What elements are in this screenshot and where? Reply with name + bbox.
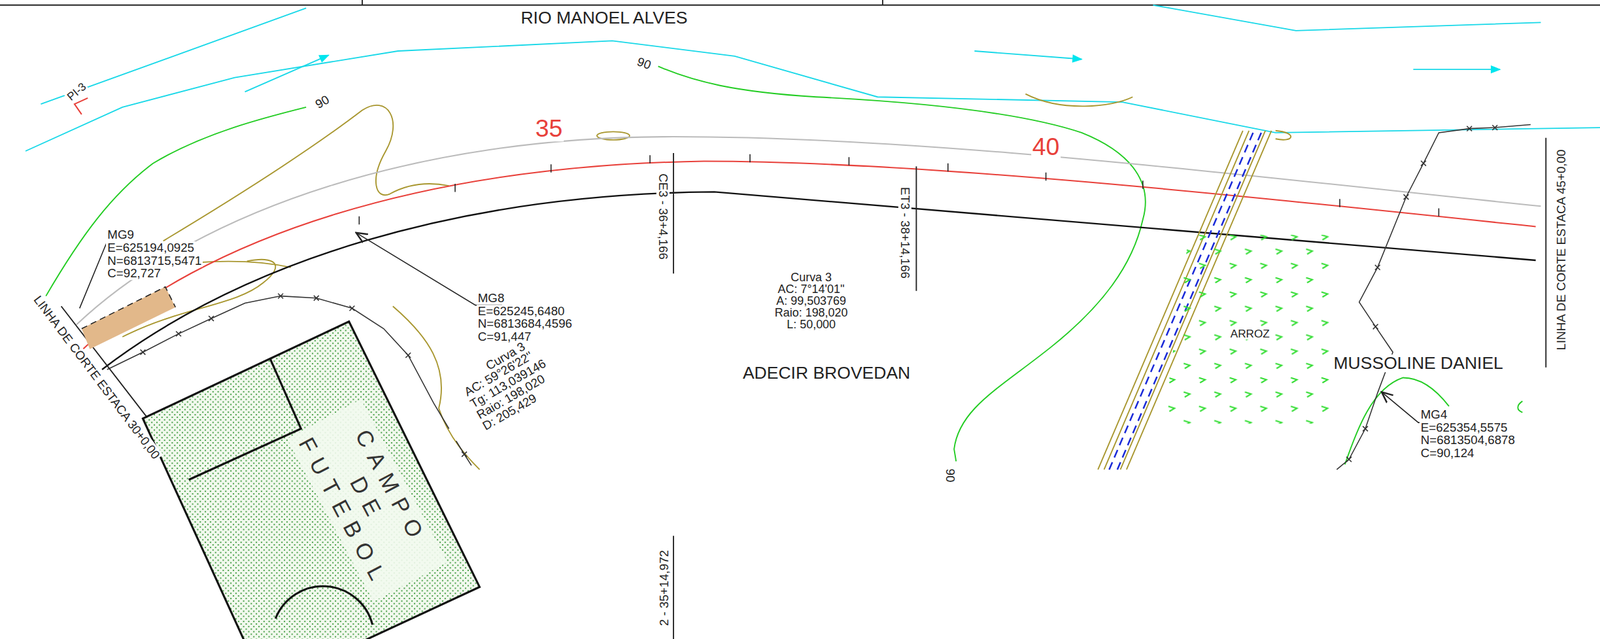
curve-data: L: 50,000 xyxy=(785,318,837,331)
survey-coordinate: N=6813684,4596 xyxy=(476,317,574,331)
river-bank xyxy=(40,7,307,104)
cut-band-edge xyxy=(81,287,176,329)
flow-arrow xyxy=(1412,68,1500,70)
contour-label: 90 xyxy=(311,92,333,112)
owner-name: MUSSOLINE DANIEL xyxy=(1332,354,1505,373)
flow-arrow xyxy=(245,54,329,92)
terrain-contour xyxy=(163,105,450,241)
survey-point-name: MG9 xyxy=(105,228,136,242)
station-line xyxy=(672,153,675,274)
fence-line xyxy=(107,296,450,429)
station-line xyxy=(915,166,917,291)
contour-line xyxy=(1517,400,1523,412)
field-marking xyxy=(275,585,373,625)
owner-name: ADECIR BROVEDAN xyxy=(741,364,912,383)
survey-coordinate: E=625354,5575 xyxy=(1419,421,1510,435)
survey-coordinate: C=91,447 xyxy=(476,330,533,344)
survey-coordinate: N=6813715,5471 xyxy=(105,254,203,268)
sheet-frame xyxy=(0,0,1600,6)
fence-post xyxy=(1346,124,1498,462)
terrain-contour xyxy=(1275,130,1291,140)
station-line xyxy=(672,535,675,639)
flow-arrow xyxy=(974,51,1082,59)
pi-marker xyxy=(74,98,88,115)
station-number: 40 xyxy=(1031,134,1062,160)
fence-line xyxy=(1336,124,1531,470)
curve-data: Raio: 198,020 xyxy=(773,306,850,320)
survey-coordinate: C=90,124 xyxy=(1419,446,1476,460)
survey-coordinate: N=6813504,6878 xyxy=(1419,434,1517,448)
sheet-frame xyxy=(0,4,1600,6)
survey-coordinate: C=92,727 xyxy=(105,266,163,280)
curve-data: A: 99,503769 xyxy=(774,294,848,308)
terrain-contour xyxy=(1025,94,1133,107)
curve-data: Curva 3 xyxy=(789,271,834,284)
rice-field xyxy=(1163,234,1332,424)
curve-data: AC: 7°14'01'' xyxy=(776,283,847,296)
station-label: CE3 - 36+4,166 xyxy=(657,171,671,261)
survey-point-name: MG8 xyxy=(476,291,507,305)
station-label: ET3 - 38+14,166 xyxy=(898,185,912,280)
flow-arrow xyxy=(245,51,1501,92)
survey-coordinate: E=625245,6480 xyxy=(476,304,567,318)
station-number: 35 xyxy=(534,115,565,142)
river-name: RIO MANOEL ALVES xyxy=(519,9,689,28)
fence-line xyxy=(107,124,1531,470)
river-bank xyxy=(25,5,1600,152)
cut-band xyxy=(81,287,176,350)
survey-coordinate: E=625194,0925 xyxy=(105,241,196,255)
survey-point-name: MG4 xyxy=(1419,408,1449,422)
point-label: PI-3 xyxy=(64,79,90,104)
contour-line xyxy=(45,107,307,297)
river-bank xyxy=(25,40,1600,152)
crop-label: ARROZ xyxy=(1229,327,1272,340)
field-marking xyxy=(188,358,302,480)
football-field-area xyxy=(142,321,480,639)
cut-line-label: LINHA DE CORTE ESTACA 45+0,00 xyxy=(1554,148,1568,352)
contour-line xyxy=(658,66,1146,461)
contour-label: 90 xyxy=(943,467,957,484)
leader-line xyxy=(79,232,1446,423)
station-line xyxy=(1545,137,1547,368)
station-label: 2 - 35+14,972 xyxy=(657,548,671,628)
contour-label: 90 xyxy=(634,54,654,72)
sheet-frame xyxy=(362,0,883,6)
river-bank xyxy=(1152,5,1541,31)
